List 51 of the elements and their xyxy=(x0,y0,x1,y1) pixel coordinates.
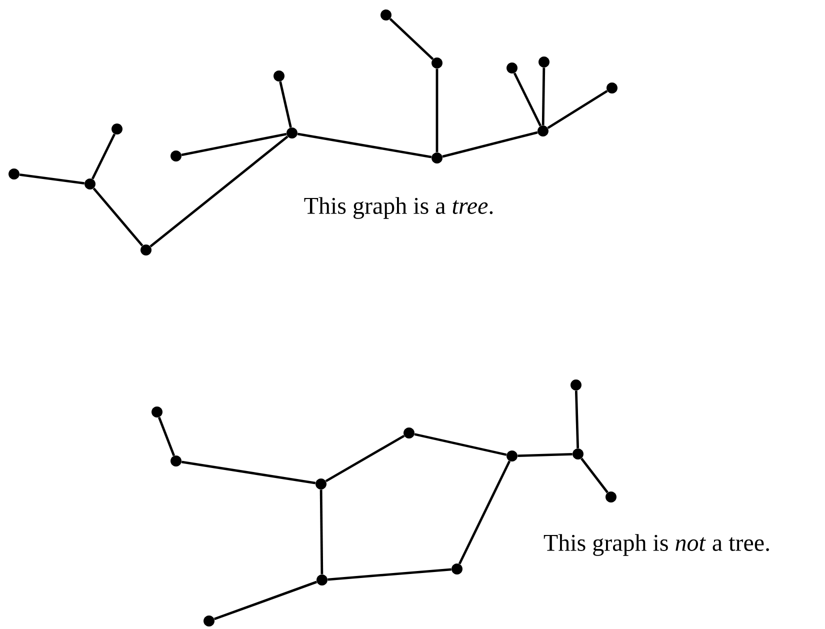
graph-edge xyxy=(458,460,511,564)
graph-edge xyxy=(158,416,176,456)
graph-edge xyxy=(328,568,452,581)
graph-edge xyxy=(181,132,287,156)
graph-vertex xyxy=(274,70,284,82)
graph-edge xyxy=(297,132,432,158)
caption-text: This graph is not a tree. xyxy=(544,534,769,556)
graph-edge xyxy=(442,131,538,158)
graph-edge xyxy=(92,188,144,246)
graph-vertex xyxy=(170,456,182,466)
graph-vertex xyxy=(316,574,328,586)
graph-vertex xyxy=(380,10,392,20)
graph-edge xyxy=(389,18,434,60)
graph-vertex xyxy=(538,56,550,68)
graph-edge xyxy=(518,452,572,458)
graph-vertex xyxy=(606,82,618,94)
graph-vertex xyxy=(452,564,462,574)
graph-vertex xyxy=(432,58,442,68)
graph-vertex xyxy=(606,492,616,502)
graph-vertex xyxy=(316,478,326,490)
graph-vertex xyxy=(404,428,414,438)
graph-edge xyxy=(513,72,542,126)
graph-edge xyxy=(320,490,324,574)
graph-vertex xyxy=(570,380,582,390)
graph-vertex xyxy=(506,62,518,74)
graph-edge xyxy=(414,433,507,456)
graph-edge xyxy=(150,136,288,248)
graph-vertex xyxy=(8,168,20,180)
graph-edge xyxy=(574,390,580,448)
graph-vertex xyxy=(432,152,442,164)
graph-edge xyxy=(325,434,405,482)
graph-vertex xyxy=(170,150,182,162)
graph-vertex xyxy=(572,448,584,460)
graph-edge xyxy=(436,68,438,152)
graph-vertex xyxy=(140,244,152,256)
graph-vertex xyxy=(538,126,548,136)
graph-edge xyxy=(214,580,318,620)
graph-vertex xyxy=(204,616,214,626)
graph-edge xyxy=(580,458,608,494)
graph-edge xyxy=(279,81,292,128)
graph-vertex xyxy=(84,178,96,190)
graph-edge xyxy=(91,134,116,180)
graph-edge xyxy=(20,174,85,184)
caption-text: This graph is a tree. xyxy=(304,197,493,219)
graph-vertex xyxy=(112,124,122,134)
graph-edge xyxy=(542,68,546,126)
graph-vertex xyxy=(506,450,518,462)
graph-edge xyxy=(547,90,608,129)
graph-edge xyxy=(181,460,316,484)
graph-vertex xyxy=(152,406,162,418)
graph-vertex xyxy=(286,128,298,138)
